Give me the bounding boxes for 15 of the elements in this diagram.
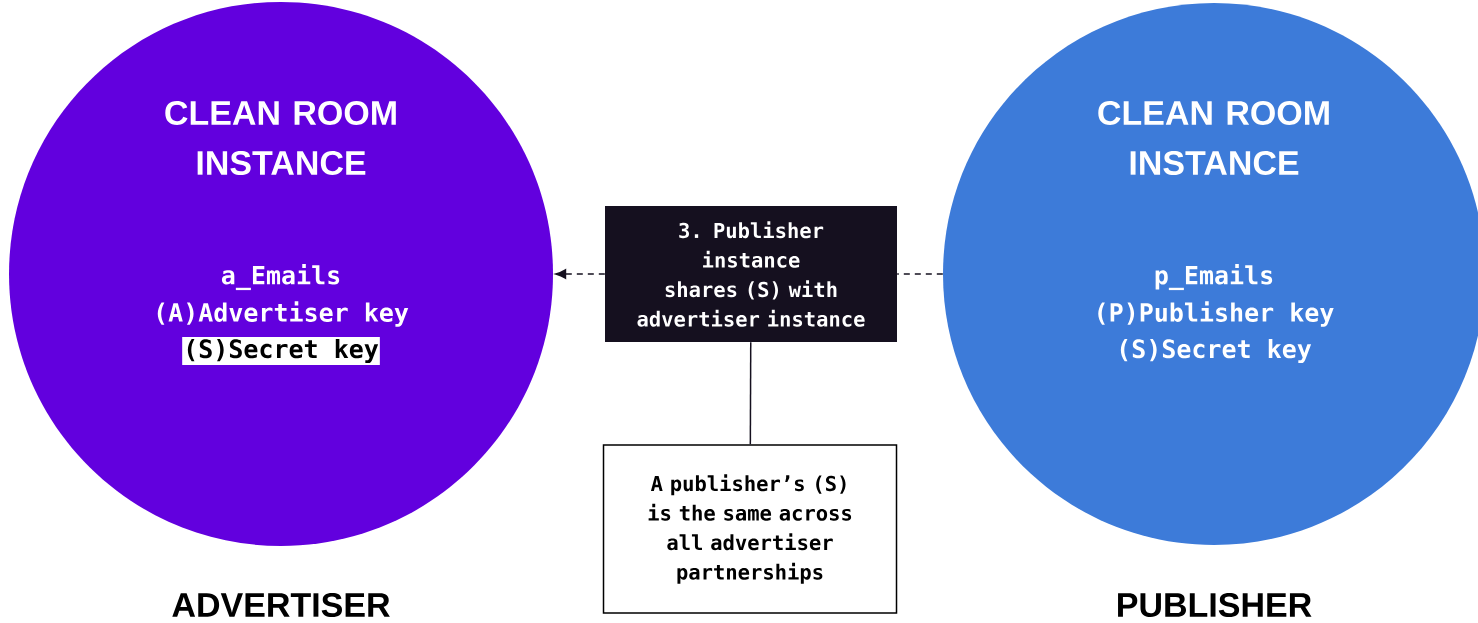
text-box: A publisher’s (S) is the same across all advertiser partnerships xyxy=(602,444,898,614)
key-text: a_Emails xyxy=(221,263,340,291)
key-text: (P)Publisher key xyxy=(1098,301,1334,327)
arrow xyxy=(555,269,606,279)
connector-line xyxy=(896,273,944,275)
highlighted-text: (S)Secret key xyxy=(182,336,380,366)
connector-line xyxy=(749,341,752,445)
key-text: (A)Advertiser key xyxy=(157,301,409,327)
key-text: (S)Secret key xyxy=(1120,338,1312,364)
heading: CLEAN ROOM INSTANCE xyxy=(165,100,396,175)
text-box: 3. Publisher instance shares (S) with advertiser instance xyxy=(605,206,897,342)
node-label: ADVERTISER xyxy=(172,592,390,617)
key-text: p_Emails xyxy=(1155,263,1273,291)
node-label: PUBLISHER xyxy=(1118,592,1312,617)
heading: CLEAN ROOM INSTANCE xyxy=(1098,100,1329,175)
